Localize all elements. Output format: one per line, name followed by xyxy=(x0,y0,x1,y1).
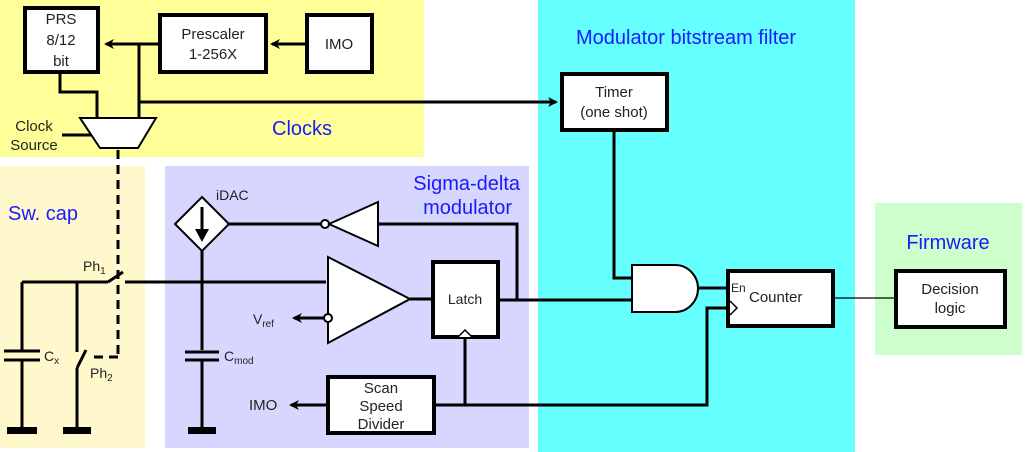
timer-to-and-wire xyxy=(612,130,632,280)
svg-text:1-256X: 1-256X xyxy=(189,46,237,63)
svg-text:Prescaler: Prescaler xyxy=(181,26,244,43)
ph2-switch xyxy=(75,349,88,369)
cx-label: Cx xyxy=(44,348,59,367)
prs-to-mux-wire xyxy=(58,72,99,118)
svg-text:bit: bit xyxy=(53,53,70,70)
latch-feedback-wire xyxy=(378,222,519,300)
svg-text:Decision: Decision xyxy=(921,281,979,298)
clocks-title: Clocks xyxy=(272,118,332,140)
timer-block: Timer (one shot) xyxy=(560,72,669,132)
svg-text:Scan: Scan xyxy=(364,380,398,397)
clock-source-label-line2: Source xyxy=(10,137,58,154)
cx-ground-icon xyxy=(7,427,37,434)
ph2-label: Ph2 xyxy=(90,365,113,384)
svg-text:Speed: Speed xyxy=(359,398,402,415)
sw-cap-region xyxy=(0,166,145,448)
ph2-ground-icon xyxy=(63,427,91,434)
imo-out-label: IMO xyxy=(249,397,277,414)
latch-block: Latch xyxy=(431,260,500,339)
scan-speed-divider-block: Scan Speed Divider xyxy=(326,375,436,435)
svg-text:En: En xyxy=(731,281,746,295)
bitstream-filter-region xyxy=(538,0,855,452)
prescaler-block: Prescaler 1-256X xyxy=(158,13,268,74)
idac-label: iDAC xyxy=(216,187,249,203)
clock-source-label-line1: Clock xyxy=(15,118,53,135)
sw-cap-title: Sw. cap xyxy=(8,203,78,225)
svg-text:Divider: Divider xyxy=(358,416,405,433)
svg-text:Timer: Timer xyxy=(595,84,633,101)
svg-text:Counter: Counter xyxy=(749,289,802,306)
ph1-switch xyxy=(107,270,124,284)
cmod-label: Cmod xyxy=(224,348,254,367)
bitstream-filter-title: Modulator bitstream filter xyxy=(576,27,796,49)
decision-logic-block: Decision logic xyxy=(894,269,1007,329)
sigma-delta-title-line2: modulator xyxy=(423,197,512,219)
sigma-delta-title-line1: Sigma-delta xyxy=(413,173,521,195)
imo-block: IMO xyxy=(305,13,374,74)
firmware-title: Firmware xyxy=(906,232,989,254)
counter-block: En Counter xyxy=(726,269,835,328)
svg-text:Latch: Latch xyxy=(448,291,482,307)
svg-text:(one shot): (one shot) xyxy=(580,104,648,121)
cmod-ground-icon xyxy=(188,427,216,434)
clock-mux xyxy=(78,117,158,149)
svg-text:logic: logic xyxy=(935,300,966,317)
ph1-label: Ph1 xyxy=(83,258,106,277)
comparator xyxy=(323,255,413,345)
svg-text:PRS: PRS xyxy=(46,11,77,28)
divider-to-counter-clock-wire xyxy=(434,306,728,407)
vref-label: Vref xyxy=(253,311,274,330)
svg-text:8/12: 8/12 xyxy=(46,32,75,49)
prs-block: PRS 8/12 bit xyxy=(23,6,100,74)
and-gate xyxy=(631,264,699,313)
svg-text:IMO: IMO xyxy=(325,36,353,53)
